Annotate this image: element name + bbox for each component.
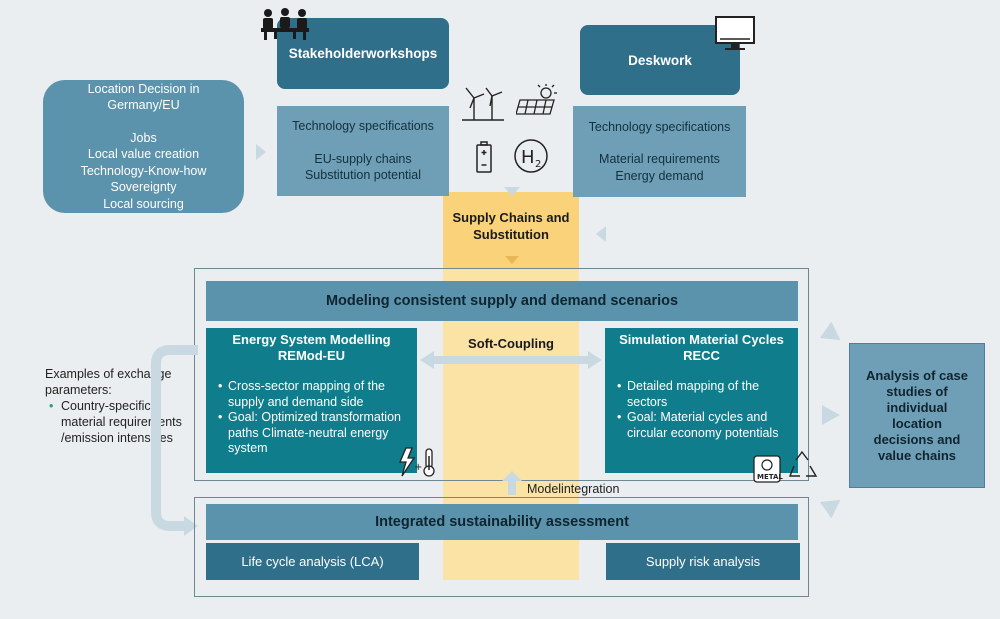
location-line: Local value creation xyxy=(87,147,200,162)
arrow-down-icon xyxy=(505,256,519,264)
double-arrow-icon xyxy=(420,351,602,369)
modeling-frame xyxy=(194,268,809,481)
deskwork-line: Material requirements xyxy=(599,152,720,167)
simulation-bullets: Detailed mapping of the sectors Goal: Ma… xyxy=(605,379,798,441)
metal-label: METAL xyxy=(757,473,783,481)
solar-panel-icon xyxy=(516,84,557,115)
supply-chains-title: Supply Chains and Substitution xyxy=(452,210,570,242)
stakeholder-line: Substitution potential xyxy=(304,168,422,183)
location-line: Germany/EU xyxy=(107,98,180,113)
soft-coupling-label: Soft-Coupling xyxy=(443,332,579,354)
energy-model-box: Energy System Modelling REMod-EU Cross-s… xyxy=(206,328,417,473)
stakeholder-title: Stakeholderworkshops xyxy=(288,46,438,61)
deskwork-line: Technology specifications xyxy=(588,119,731,134)
hydrogen-icon: H 2 xyxy=(514,139,548,173)
lightning-thermometer-icon: + xyxy=(399,447,435,477)
simulation-title: Simulation Material Cycles RECC xyxy=(619,332,784,363)
sustainability-frame xyxy=(194,497,809,597)
stakeholder-details-box: Technology specifications EU-supply chai… xyxy=(277,106,449,196)
metal-recycling-icon: METAL xyxy=(753,450,818,483)
analysis-title: Analysis of case studies of individual l… xyxy=(866,367,968,463)
stakeholder-line: Technology specifications xyxy=(292,119,434,134)
wind-turbine-icon xyxy=(462,87,504,121)
arrow-up-icon xyxy=(502,471,522,495)
arrow-diag-icon xyxy=(819,491,847,519)
lca-box: Life cycle analysis (LCA) xyxy=(206,543,419,580)
energy-model-title: Energy System Modelling REMod-EU xyxy=(232,332,391,363)
energy-model-bullets: Cross-sector mapping of the supply and d… xyxy=(206,379,417,457)
battery-icon xyxy=(476,141,492,173)
location-line: Sovereignty xyxy=(110,180,177,195)
deskwork-title: Deskwork xyxy=(628,52,692,68)
location-line: Location Decision in xyxy=(87,81,200,96)
modeling-title: Modeling consistent supply and demand sc… xyxy=(325,293,679,309)
location-line: Jobs xyxy=(130,130,157,145)
supply-chain-column-top xyxy=(443,192,579,268)
energy-model-bullet: Goal: Optimized transformation paths Cli… xyxy=(218,410,417,457)
lca-label: Life cycle analysis (LCA) xyxy=(241,554,384,569)
soft-coupling-text: Soft-Coupling xyxy=(468,335,554,351)
curved-arrow-icon xyxy=(151,345,198,536)
arrow-down-icon xyxy=(504,187,520,196)
svg-text:H: H xyxy=(521,147,535,168)
sustainability-header: Integrated sustainability assessment xyxy=(206,504,798,540)
location-line: Local sourcing xyxy=(103,196,184,211)
energy-model-bullet: Cross-sector mapping of the supply and d… xyxy=(218,379,417,410)
location-line: Technology-Know-how xyxy=(80,163,207,178)
deskwork-line: Energy demand xyxy=(615,168,704,183)
sustainability-title: Integrated sustainability assessment xyxy=(375,514,629,530)
analysis-box: Analysis of case studies of individual l… xyxy=(849,343,985,488)
computer-monitor-icon xyxy=(715,16,755,50)
modelintegration-label: Modelintegration xyxy=(527,482,619,496)
arrow-right-icon xyxy=(256,144,266,160)
deskwork-title-box: Deskwork xyxy=(580,25,740,95)
modeling-header: Modeling consistent supply and demand sc… xyxy=(206,281,798,321)
exchange-intro: Examples of exchange parameters: xyxy=(45,367,172,397)
supply-risk-label: Supply risk analysis xyxy=(645,554,761,569)
arrow-left-icon xyxy=(596,226,606,242)
simulation-box: Simulation Material Cycles RECC Detailed… xyxy=(605,328,798,473)
location-decision-box: Location Decision in Germany/EU Jobs Loc… xyxy=(43,80,244,213)
people-meeting-icon xyxy=(261,8,309,40)
arrow-right-icon xyxy=(822,405,840,425)
simulation-bullet: Goal: Material cycles and circular econo… xyxy=(617,410,798,441)
supply-chains-box: Supply Chains and Substitution xyxy=(443,200,579,252)
supply-risk-box: Supply risk analysis xyxy=(606,543,800,580)
svg-text:+: + xyxy=(414,462,422,473)
stakeholder-line: EU-supply chains xyxy=(314,151,412,166)
svg-text:2: 2 xyxy=(535,159,541,170)
deskwork-details-box: Technology specifications Material requi… xyxy=(573,106,746,197)
modelintegration-text: Modelintegration xyxy=(527,482,620,496)
simulation-bullet: Detailed mapping of the sectors xyxy=(617,379,798,410)
arrow-diag-icon xyxy=(819,321,847,349)
